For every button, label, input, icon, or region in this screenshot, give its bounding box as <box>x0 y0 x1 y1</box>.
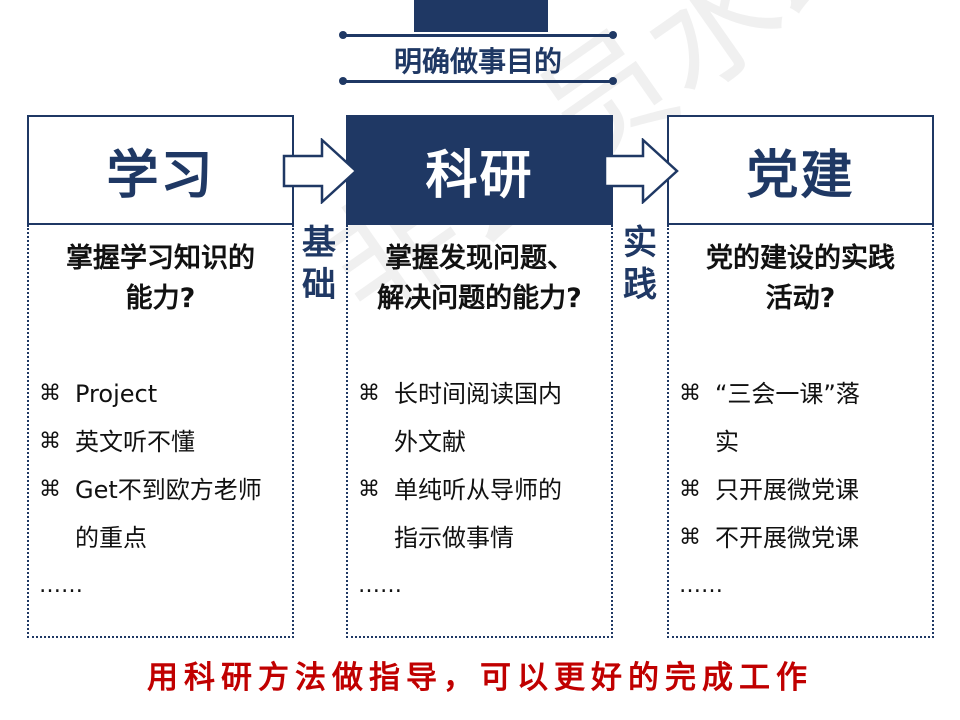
top-decor-block <box>414 0 548 32</box>
heading-study: 学习 <box>27 115 294 225</box>
item-text: “三会一课”落 <box>715 380 860 408</box>
ellipsis: …… <box>358 573 402 598</box>
title-rule-top <box>343 34 613 37</box>
connector-char: 础 <box>302 265 336 305</box>
title-rule-bottom <box>343 80 613 83</box>
column-party: 党的建设的实践 活动? ⌘ “三会一课”落 实 ⌘ 只开展微党课 ⌘ 不开展微党课 …… <box>667 225 934 638</box>
item-list: ⌘ “三会一课”落 实 ⌘ 只开展微党课 ⌘ 不开展微党课 …… <box>679 370 926 610</box>
question-line: 能力? <box>125 283 196 314</box>
command-bullet-icon: ⌘ <box>358 381 380 406</box>
item-text: 实 <box>715 428 739 456</box>
right-arrow-icon <box>603 138 679 204</box>
list-item: ⌘ 英文听不懂 <box>39 418 286 466</box>
item-text: 英文听不懂 <box>75 428 195 456</box>
command-bullet-icon: ⌘ <box>39 429 61 454</box>
item-text: 单纯听从导师的 <box>394 476 562 504</box>
command-bullet-icon: ⌘ <box>679 381 701 406</box>
question-study: 掌握学习知识的 能力? <box>29 239 292 319</box>
question-line: 活动? <box>765 283 836 314</box>
rule-dot <box>339 31 347 39</box>
column-study: 掌握学习知识的 能力? ⌘ Project ⌘ 英文听不懂 ⌘ Get不到欧方老师 的… <box>27 225 294 638</box>
heading-party: 党建 <box>667 115 934 225</box>
item-text: 外文献 <box>394 428 466 456</box>
list-item: ⌘ Get不到欧方老师 <box>39 466 286 514</box>
command-bullet-icon: ⌘ <box>39 381 61 406</box>
connector-char: 践 <box>623 265 657 305</box>
title-banner: 明确做事目的 <box>339 31 617 85</box>
rule-dot <box>339 77 347 85</box>
command-bullet-icon: ⌘ <box>679 477 701 502</box>
item-text: Get不到欧方老师 <box>75 476 262 504</box>
connector-label-foundation: 基 础 <box>299 222 339 306</box>
connector-label-practice: 实 践 <box>620 222 660 306</box>
question-line: 掌握发现问题、 <box>385 243 574 274</box>
connector-char: 实 <box>623 223 657 263</box>
command-bullet-icon: ⌘ <box>358 477 380 502</box>
item-text: 只开展微党课 <box>715 476 859 504</box>
connector-char: 基 <box>302 223 336 263</box>
list-item-continuation: 的重点 <box>39 514 286 562</box>
list-item: ⌘ Project <box>39 370 286 418</box>
question-line: 党的建设的实践 <box>706 243 895 274</box>
list-item: ⌘ 只开展微党课 <box>679 466 926 514</box>
command-bullet-icon: ⌘ <box>39 477 61 502</box>
ellipsis: …… <box>39 573 83 598</box>
question-party: 党的建设的实践 活动? <box>669 239 932 319</box>
question-research: 掌握发现问题、 解决问题的能力? <box>348 239 611 319</box>
item-text: 长时间阅读国内 <box>394 380 562 408</box>
rule-dot <box>609 31 617 39</box>
list-item: ⌘ 单纯听从导师的 <box>358 466 605 514</box>
item-text: 指示做事情 <box>394 524 514 552</box>
rule-dot <box>609 77 617 85</box>
page-title: 明确做事目的 <box>393 45 562 78</box>
heading-research: 科研 <box>346 115 613 225</box>
item-text: Project <box>75 380 158 408</box>
item-list: ⌘ 长时间阅读国内 外文献 ⌘ 单纯听从导师的 指示做事情 …… <box>358 370 605 610</box>
list-item-continuation: 实 <box>679 418 926 466</box>
column-research: 掌握发现问题、 解决问题的能力? ⌘ 长时间阅读国内 外文献 ⌘ 单纯听从导师的 指… <box>346 225 613 638</box>
item-text: 不开展微党课 <box>715 524 859 552</box>
list-item: ⌘ “三会一课”落 <box>679 370 926 418</box>
bottom-conclusion: 用科研方法做指导，可以更好的完成工作 <box>147 660 813 696</box>
list-item-continuation: 外文献 <box>358 418 605 466</box>
list-item: ⌘ 不开展微党课 <box>679 514 926 562</box>
ellipsis: …… <box>679 573 723 598</box>
list-item: ⌘ 长时间阅读国内 <box>358 370 605 418</box>
list-item-continuation: 指示做事情 <box>358 514 605 562</box>
right-arrow-icon <box>282 138 358 204</box>
question-line: 掌握学习知识的 <box>66 243 255 274</box>
item-list: ⌘ Project ⌘ 英文听不懂 ⌘ Get不到欧方老师 的重点 …… <box>39 370 286 610</box>
command-bullet-icon: ⌘ <box>679 525 701 550</box>
item-text: 的重点 <box>75 524 147 552</box>
question-line: 解决问题的能力? <box>377 283 582 314</box>
